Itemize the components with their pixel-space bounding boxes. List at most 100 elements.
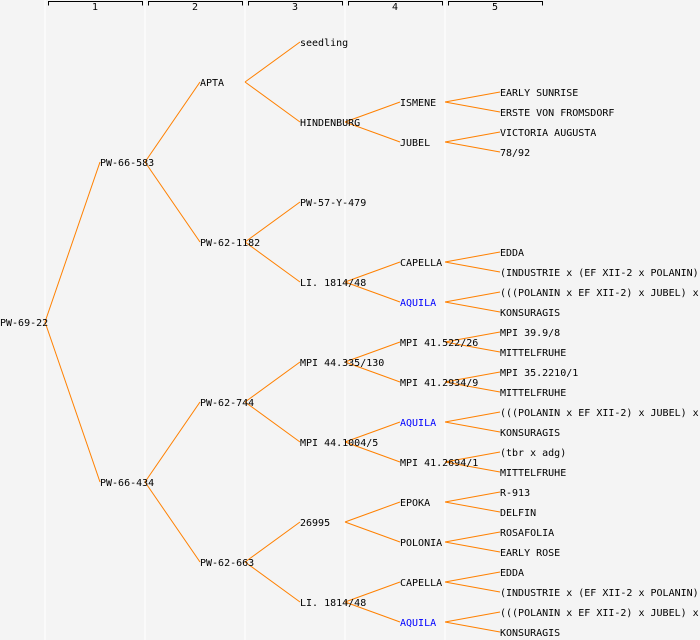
- pedigree-node-label[interactable]: PW-66-583: [100, 158, 154, 169]
- pedigree-connector: [444, 261, 501, 273]
- pedigree-connector: [344, 361, 401, 383]
- pedigree-node-label[interactable]: AQUILA: [400, 298, 436, 309]
- pedigree-node-label[interactable]: EDDA: [500, 568, 524, 579]
- pedigree-node-label[interactable]: ERSTE VON FROMSDORF: [500, 108, 614, 119]
- pedigree-connector: [244, 81, 301, 123]
- pedigree-node-label[interactable]: R-913: [500, 488, 530, 499]
- pedigree-node-label[interactable]: POLONIA: [400, 538, 442, 549]
- pedigree-node-label[interactable]: PW-62-663: [200, 558, 254, 569]
- pedigree-node-label[interactable]: MITTELFRUHE: [500, 348, 566, 359]
- pedigree-connector: [244, 521, 301, 563]
- pedigree-node-label[interactable]: 26995: [300, 518, 330, 529]
- pedigree-connector: [444, 571, 501, 583]
- pedigree-connector: [144, 401, 201, 483]
- pedigree-connector: [444, 531, 501, 543]
- pedigree-node-label[interactable]: ISMENE: [400, 98, 436, 109]
- generation-bracket: [148, 1, 243, 6]
- pedigree-connector: [244, 241, 301, 283]
- pedigree-connector: [444, 371, 501, 383]
- pedigree-node-label[interactable]: PW-66-434: [100, 478, 154, 489]
- generation-label: 5: [492, 2, 498, 13]
- pedigree-node-label[interactable]: EPOKA: [400, 498, 430, 509]
- pedigree-connector: [444, 501, 501, 513]
- pedigree-connector: [44, 321, 101, 483]
- pedigree-node-label[interactable]: seedling: [300, 38, 348, 49]
- pedigree-connector: [344, 441, 401, 463]
- pedigree-connector: [444, 411, 501, 423]
- pedigree-node-label[interactable]: PW-57-Y-479: [300, 198, 366, 209]
- pedigree-node-label[interactable]: MITTELFRUHE: [500, 468, 566, 479]
- pedigree-connector: [44, 161, 101, 323]
- pedigree-node-label[interactable]: (tbr x adg): [500, 448, 566, 459]
- pedigree-connector: [444, 541, 501, 553]
- pedigree-connector: [244, 41, 301, 83]
- pedigree-node-label[interactable]: CAPELLA: [400, 578, 442, 589]
- generation-bracket: [48, 1, 143, 6]
- pedigree-connector: [444, 331, 501, 343]
- pedigree-node-label[interactable]: EARLY SUNRISE: [500, 88, 578, 99]
- pedigree-node-label[interactable]: CAPELLA: [400, 258, 442, 269]
- pedigree-node-label[interactable]: APTA: [200, 78, 224, 89]
- pedigree-node-label[interactable]: (INDUSTRIE x (EF XII-2 x POLANIN)): [500, 588, 700, 599]
- pedigree-node-label[interactable]: (((POLANIN x EF XII-2) x JUBEL) x: [500, 288, 699, 299]
- pedigree-connector: [344, 601, 401, 623]
- pedigree-connector: [444, 461, 501, 473]
- pedigree-node-label[interactable]: MITTELFRUHE: [500, 388, 566, 399]
- pedigree-node-label[interactable]: PW-69-22: [0, 318, 48, 329]
- pedigree-node-label[interactable]: LI. 1814/48: [300, 278, 366, 289]
- pedigree-node-label[interactable]: MPI 44.1004/5: [300, 438, 378, 449]
- pedigree-node-label[interactable]: (((POLANIN x EF XII-2) x JUBEL) x: [500, 608, 699, 619]
- pedigree-node-label[interactable]: JUBEL: [400, 138, 430, 149]
- pedigree-connector: [344, 261, 401, 283]
- pedigree-connector: [144, 81, 201, 163]
- pedigree-node-label[interactable]: KONSURAGIS: [500, 628, 560, 639]
- pedigree-connector: [244, 201, 301, 243]
- pedigree-connector: [444, 421, 501, 433]
- pedigree-node-label[interactable]: HINDENBURG: [300, 118, 360, 129]
- pedigree-connector: [144, 481, 201, 563]
- pedigree-node-label[interactable]: AQUILA: [400, 418, 436, 429]
- pedigree-connector: [344, 101, 401, 123]
- pedigree-node-label[interactable]: MPI 41.2934/9: [400, 378, 478, 389]
- pedigree-node-label[interactable]: PW-62-1182: [200, 238, 260, 249]
- pedigree-node-label[interactable]: KONSURAGIS: [500, 428, 560, 439]
- generation-label: 4: [392, 2, 398, 13]
- pedigree-connector: [244, 561, 301, 603]
- pedigree-connector: [444, 251, 501, 263]
- pedigree-connector: [244, 401, 301, 443]
- pedigree-connector: [344, 581, 401, 603]
- pedigree-node-label[interactable]: KONSURAGIS: [500, 308, 560, 319]
- generation-label: 3: [292, 2, 298, 13]
- pedigree-node-label[interactable]: (((POLANIN x EF XII-2) x JUBEL) x: [500, 408, 699, 419]
- generation-bracket: [348, 1, 443, 6]
- pedigree-connector: [344, 421, 401, 443]
- pedigree-node-label[interactable]: MPI 35.2210/1: [500, 368, 578, 379]
- pedigree-connector: [444, 491, 501, 503]
- pedigree-node-label[interactable]: (INDUSTRIE x (EF XII-2 x POLANIN)): [500, 268, 700, 279]
- pedigree-connector: [444, 141, 501, 153]
- pedigree-connector: [444, 291, 501, 303]
- generation-bracket: [448, 1, 543, 6]
- pedigree-connector: [444, 101, 501, 113]
- pedigree-connector: [244, 361, 301, 403]
- pedigree-connector: [444, 381, 501, 393]
- pedigree-connector: [344, 281, 401, 303]
- pedigree-connector: [444, 301, 501, 313]
- pedigree-node-label[interactable]: MPI 44.335/130: [300, 358, 384, 369]
- pedigree-connector: [444, 91, 501, 103]
- pedigree-connector: [344, 521, 401, 543]
- pedigree-node-label[interactable]: DELFIN: [500, 508, 536, 519]
- pedigree-node-label[interactable]: VICTORIA AUGUSTA: [500, 128, 596, 139]
- pedigree-node-label[interactable]: 78/92: [500, 148, 530, 159]
- pedigree-node-label[interactable]: EARLY ROSE: [500, 548, 560, 559]
- pedigree-node-label[interactable]: LI. 1814/48: [300, 598, 366, 609]
- pedigree-node-label[interactable]: AQUILA: [400, 618, 436, 629]
- pedigree-node-label[interactable]: PW-62-744: [200, 398, 254, 409]
- pedigree-node-label[interactable]: EDDA: [500, 248, 524, 259]
- pedigree-node-label[interactable]: MPI 41.2694/1: [400, 458, 478, 469]
- pedigree-node-label[interactable]: MPI 39.9/8: [500, 328, 560, 339]
- pedigree-connector: [344, 121, 401, 143]
- pedigree-node-label[interactable]: ROSAFOLIA: [500, 528, 554, 539]
- pedigree-connector: [344, 501, 401, 523]
- pedigree-node-label[interactable]: MPI 41.522/26: [400, 338, 478, 349]
